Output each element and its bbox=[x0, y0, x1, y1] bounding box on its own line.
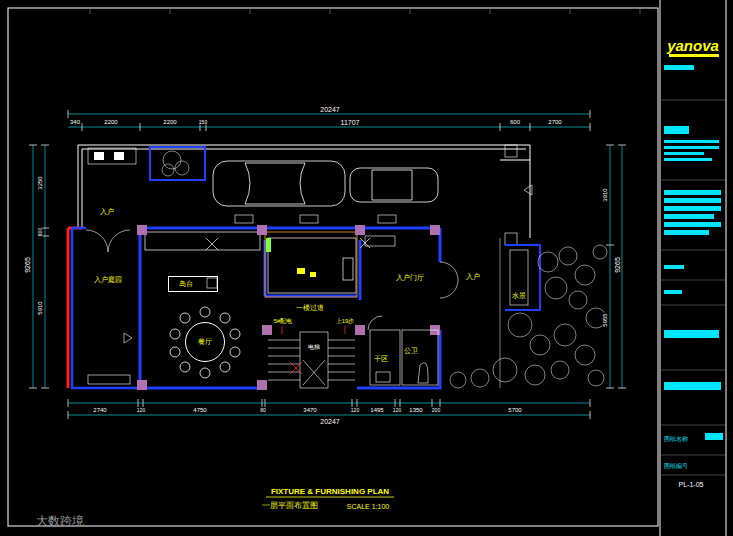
dimension-text: 1350 bbox=[408, 407, 423, 413]
room-label: 入户 bbox=[466, 273, 480, 280]
title-block-text: yanova bbox=[667, 38, 719, 53]
dimension-text: 2740 bbox=[92, 407, 107, 413]
dimension-text: 5955 bbox=[602, 312, 608, 327]
dimension-text: 80 bbox=[259, 408, 267, 413]
room-label: 5#配电 bbox=[274, 318, 293, 324]
room-label: SCALE 1:100 bbox=[347, 503, 389, 510]
dimension-text: 3250 bbox=[37, 175, 43, 190]
title-block-text: 图纸名称 bbox=[664, 436, 688, 442]
dimension-text: 120 bbox=[392, 408, 402, 413]
dimension-text: 120 bbox=[136, 408, 146, 413]
title-block-text: PL-1-05 bbox=[679, 481, 704, 488]
room-label: 入户庭园 bbox=[94, 276, 122, 283]
dimension-text: 150 bbox=[198, 120, 208, 125]
title-block-text: 图纸编号 bbox=[664, 463, 688, 469]
room-label: 电梯 bbox=[308, 344, 320, 350]
dimension-text: 3470 bbox=[302, 407, 317, 413]
dimension-text: 4750 bbox=[192, 407, 207, 413]
room-label: 水景 bbox=[512, 292, 526, 299]
dimension-text: 1495 bbox=[369, 407, 384, 413]
dimension-text: 5910 bbox=[37, 300, 43, 315]
dimension-text: 9265 bbox=[24, 256, 31, 274]
room-label: 上19步 bbox=[336, 318, 355, 324]
dimension-text: 20247 bbox=[319, 106, 340, 113]
room-label: 入户门厅 bbox=[396, 274, 424, 281]
dimension-text: 600 bbox=[509, 119, 521, 125]
dimension-text: 200 bbox=[431, 408, 441, 413]
dimension-text: 340 bbox=[69, 119, 81, 125]
dimension-text: 9265 bbox=[614, 256, 621, 274]
watermark: 大数跨境 bbox=[36, 515, 84, 527]
dimension-text: 5700 bbox=[507, 407, 522, 413]
dining-table: 餐厅 bbox=[185, 322, 225, 362]
room-label: 岛台 bbox=[179, 279, 193, 289]
dimension-text: 2700 bbox=[547, 119, 562, 125]
island-table: 岛台 bbox=[168, 276, 218, 292]
dimension-text: 3910 bbox=[602, 187, 608, 202]
room-label: 一层平面布置图 bbox=[262, 502, 318, 510]
room-label: 一楼过道 bbox=[296, 304, 324, 311]
room-label: 干区 bbox=[374, 355, 388, 362]
room-label: 入户 bbox=[100, 208, 114, 215]
dimension-text: 120 bbox=[350, 408, 360, 413]
dimension-text: 600 bbox=[38, 227, 43, 237]
dimension-text: 2200 bbox=[162, 119, 177, 125]
room-label: 餐厅 bbox=[198, 337, 212, 347]
dimension-text: 11707 bbox=[340, 119, 361, 126]
dimension-text: 2200 bbox=[103, 119, 118, 125]
drawing-title: FIXTURE & FURNISHING PLAN bbox=[271, 488, 389, 496]
room-label: 公卫 bbox=[404, 347, 418, 354]
dimension-text: 20247 bbox=[319, 418, 340, 425]
